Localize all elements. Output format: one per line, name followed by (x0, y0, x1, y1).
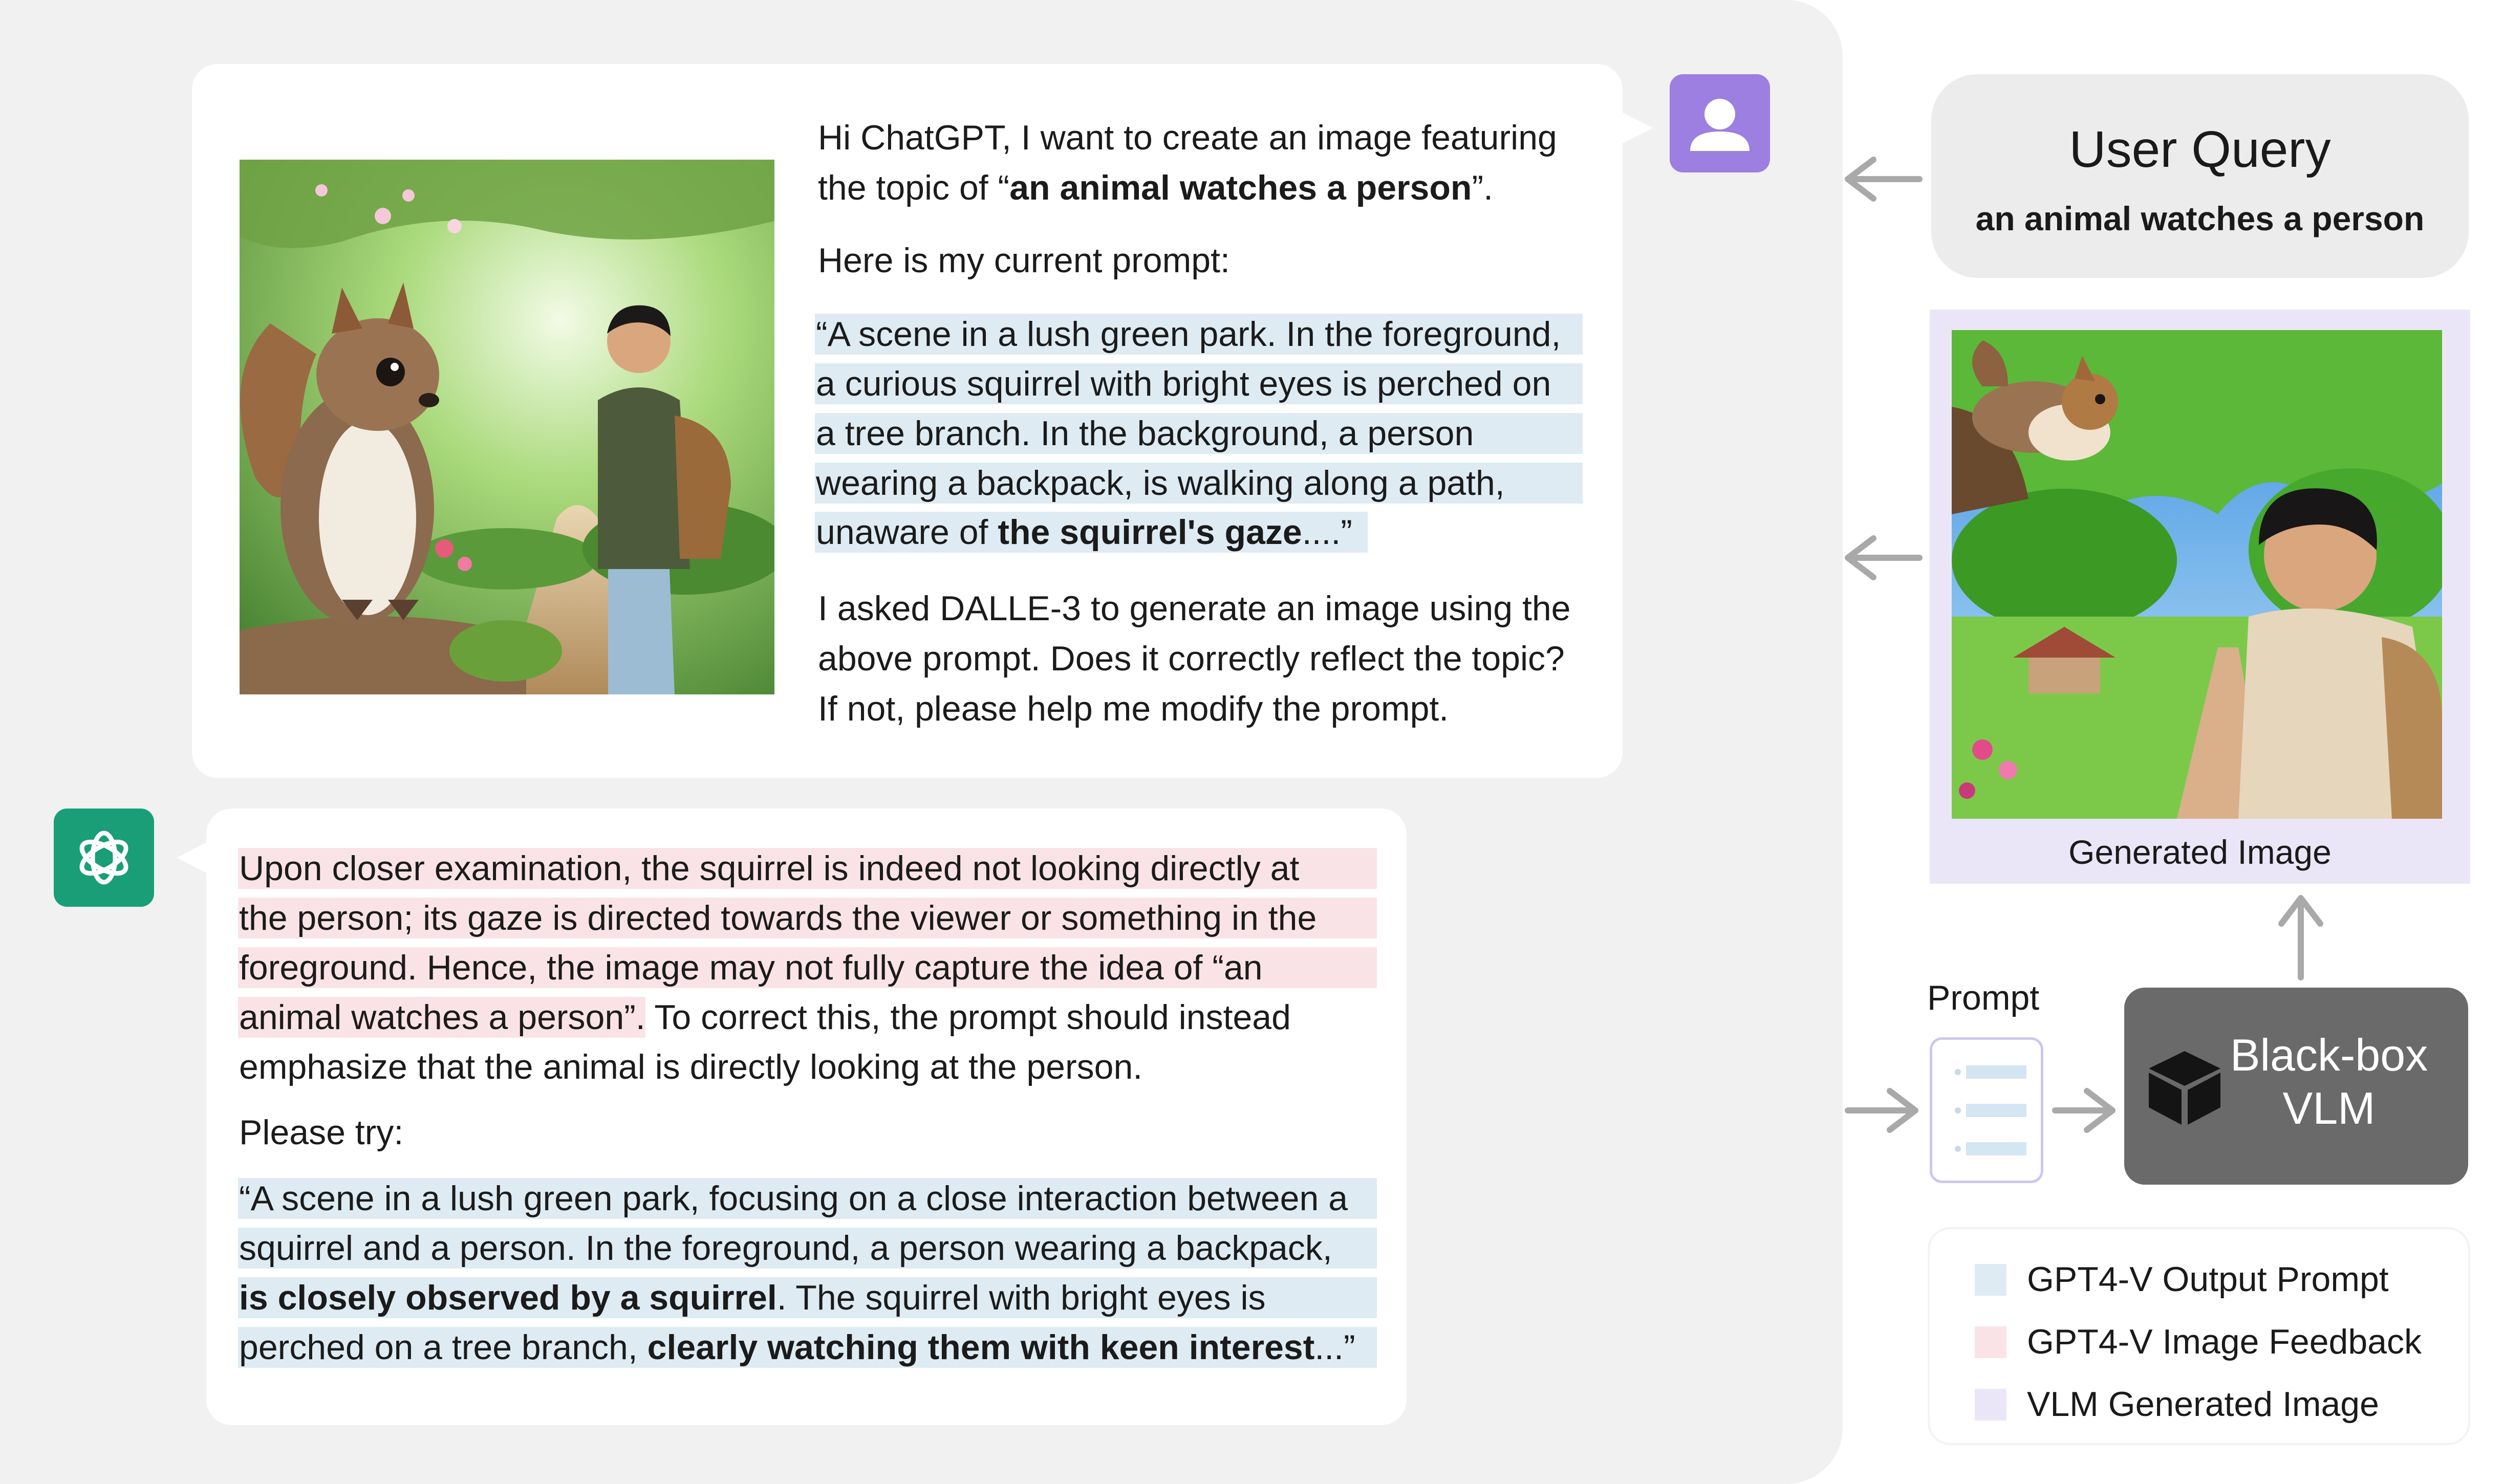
current-prompt-line: a curious squirrel with bright eyes is p… (815, 363, 1583, 404)
keen-interest-bold: clearly watching them with keen interest (647, 1328, 1315, 1367)
vlm-title: Black-box VLM (2230, 1030, 2428, 1133)
revised-prompt-line: squirrel and a person. In the foreground… (238, 1228, 1377, 1269)
prompt-to-vlm-arrow (2052, 1088, 2116, 1133)
gpt-avatar (54, 809, 154, 907)
conversation-to-prompt-arrow (1845, 1088, 1918, 1133)
prompt-document (1930, 1037, 2043, 1183)
revised-prompt-line: is closely observed by a squirrel. The s… (238, 1277, 1377, 1318)
cube-icon (2149, 1051, 2220, 1125)
legend-label: GPT4-V Image Feedback (2027, 1322, 2422, 1361)
dalle-image-original (240, 160, 774, 694)
revised-prompt-line: “A scene in a lush green park, focusing … (238, 1178, 1377, 1219)
legend-label: GPT4-V Output Prompt (2027, 1260, 2389, 1299)
legend: GPT4-V Output Prompt GPT4-V Image Feedba… (1930, 1229, 2468, 1443)
user-question-line: I asked DALLE-3 to generate an image usi… (818, 589, 1571, 628)
user-query-text: an animal watches a person (1975, 200, 2425, 237)
feedback-line: foreground. Hence, the image may not ful… (238, 947, 1377, 988)
feedback-line: the person; its gaze is directed towards… (238, 898, 1377, 939)
vlm-to-image-arrow (2278, 895, 2323, 980)
user-avatar (1670, 74, 1770, 172)
current-prompt-line: “A scene in a lush green park. In the fo… (815, 314, 1583, 355)
query-to-conversation-arrow (1845, 157, 1923, 202)
generated-image-caption: Generated Image (2068, 833, 2332, 871)
user-query-box (1931, 74, 2469, 278)
legend-swatch-image-feedback (1975, 1326, 2006, 1358)
feedback-line: Upon closer examination, the squirrel is… (238, 848, 1377, 889)
vlm-generated-image (1952, 330, 2442, 819)
user-question-line: If not, please help me modify the prompt… (818, 689, 1449, 728)
image-to-conversation-arrow (1845, 535, 1923, 580)
try-label: Please try: (239, 1113, 404, 1152)
user-bubble-tail (1612, 107, 1653, 148)
black-box-vlm (2124, 988, 2468, 1185)
legend-swatch-output-prompt (1975, 1264, 2006, 1296)
current-prompt-line: a tree branch. In the background, a pers… (815, 413, 1583, 454)
gpt-bubble-tail (177, 839, 212, 876)
prompt-label: Prompt (1927, 978, 2040, 1017)
user-question-line: above prompt. Does it correctly reflect … (818, 639, 1565, 678)
user-intro-line2: the topic of “an animal watches a person… (818, 168, 1493, 207)
current-prompt-line: wearing a backpack, is walking along a p… (815, 463, 1583, 504)
document-icon (1955, 1065, 2026, 1155)
feedback-mixed-line: animal watches a person”. To correct thi… (238, 997, 1291, 1038)
user-intro-line1: Hi ChatGPT, I want to create an image fe… (818, 118, 1557, 157)
prompt-lead: Here is my current prompt: (818, 241, 1230, 280)
legend-swatch-generated-image (1975, 1389, 2006, 1421)
user-query-title: User Query (2069, 121, 2331, 178)
squirrel-gaze-bold: the squirrel's gaze (998, 513, 1302, 552)
user-icon (1690, 99, 1750, 151)
openai-logo-icon (79, 831, 128, 885)
revised-prompt-line: perched on a tree branch, clearly watchi… (238, 1327, 1377, 1368)
legend-label: VLM Generated Image (2027, 1385, 2379, 1424)
intro-topic: an animal watches a person (1009, 168, 1472, 207)
current-prompt-line: unaware of the squirrel's gaze....” (815, 512, 1368, 553)
feedback-conclusion: emphasize that the animal is directly lo… (239, 1047, 1143, 1086)
observed-by-squirrel-bold: is closely observed by a squirrel (239, 1278, 777, 1317)
